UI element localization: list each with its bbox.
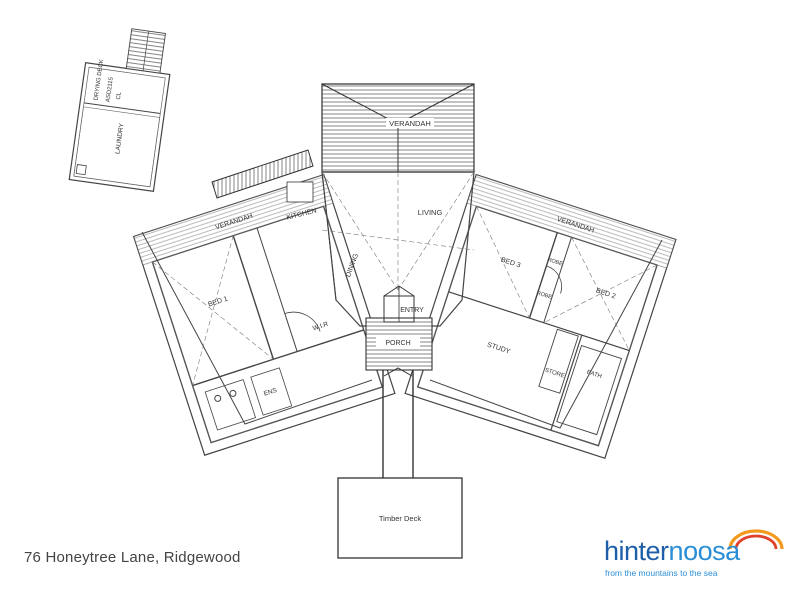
ens-label: ENS (263, 387, 279, 398)
outer-walls (141, 231, 663, 429)
bed1-label: BED 1 (207, 296, 229, 309)
central-verandah-roof: VERANDAH (321, 83, 475, 173)
store-label: STORE (544, 368, 565, 380)
clothesline-label: CL (116, 91, 123, 100)
laundry-label: LAUNDRY (114, 122, 125, 154)
hinternoosa-logo[interactable]: hinternoosa from the mountains to the se… (604, 529, 794, 583)
study-label: STUDY (486, 342, 511, 356)
porch-label: PORCH (385, 340, 410, 347)
drying-deck-label: DRYING DECK (94, 59, 106, 101)
logo-wordmark: hinternoosa (604, 537, 740, 565)
verandah-centre-label: VERANDAH (389, 119, 431, 128)
kitchen-area: KITCHEN (211, 149, 317, 222)
right-wing: VERANDAH BED 3 ROBE ROBE BED 2 STUDY STO… (404, 173, 677, 460)
robe1-label: ROBE (547, 257, 564, 268)
entry-label: ENTRY (400, 307, 424, 314)
dining-label: DINING (345, 253, 360, 278)
porch: PORCH (365, 285, 433, 371)
tank-label: ASD2115 (105, 76, 115, 102)
wir-label: W.I.R (312, 321, 330, 333)
bath-label: BATH (586, 370, 603, 381)
logo-word-part1: hinter (604, 536, 669, 566)
timber-deck-label: Timber Deck (379, 514, 421, 523)
sun-arc-icon (728, 529, 784, 550)
living-label: LIVING (418, 208, 443, 217)
laundry-outbuilding: DRYING DECK ASD2115 CL LAUNDRY (68, 28, 171, 193)
walkway (382, 367, 414, 478)
logo-word-part2: noosa (668, 536, 741, 566)
bed2-label: BED 2 (595, 288, 617, 301)
left-wing: VERANDAH BED 1 W.I.R ENS (132, 173, 396, 456)
timber-deck: Timber Deck (337, 477, 463, 559)
logo-tagline: from the mountains to the sea (605, 568, 718, 578)
bed3-label: BED 3 (500, 257, 522, 270)
robe2-label: ROBE (536, 290, 553, 301)
central-living: LIVING DINING ENTRY (321, 171, 475, 327)
property-address: 76 Honeytree Lane, Ridgewood (24, 549, 241, 566)
